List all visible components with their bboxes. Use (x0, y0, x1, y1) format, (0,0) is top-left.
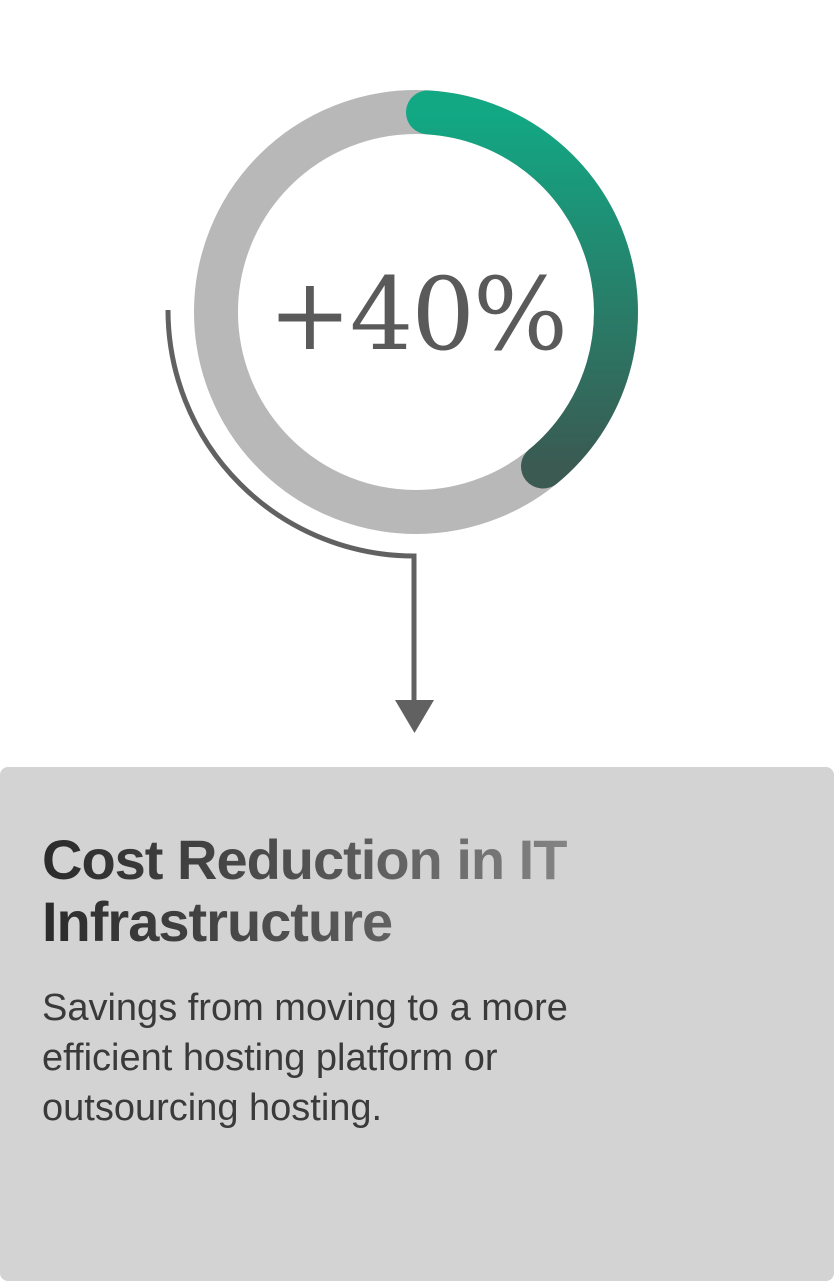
stat-value: +40% (267, 256, 568, 373)
progress-ring-arc (406, 90, 638, 489)
card-title: Cost Reduction in IT Infrastructure (42, 829, 682, 953)
info-card: Cost Reduction in IT Infrastructure Savi… (0, 767, 834, 1281)
arrow-down-icon (395, 700, 434, 733)
progress-ring-graphic (165, 90, 638, 733)
card-description: Savings from moving to a more efficient … (42, 987, 568, 1129)
stat-graphic: +40% (165, 90, 638, 733)
connector-line (165, 309, 417, 700)
